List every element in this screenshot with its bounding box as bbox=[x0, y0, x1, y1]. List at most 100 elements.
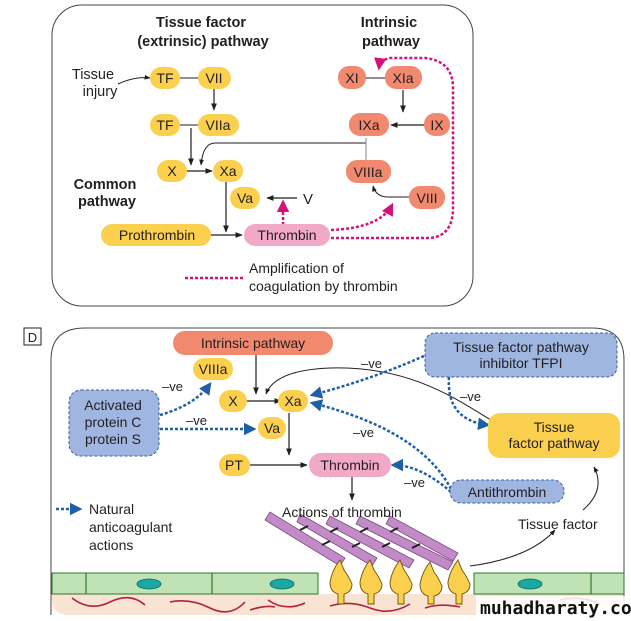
top-panel: Tissue factor (extrinsic) pathway Intrin… bbox=[51, 4, 474, 307]
svg-text:Thrombin: Thrombin bbox=[320, 457, 379, 473]
neg-label: –ve bbox=[162, 379, 183, 394]
svg-text:VIIa: VIIa bbox=[206, 117, 231, 133]
bottom-panel: D bbox=[23, 327, 631, 619]
viii-to-viiia-arrow bbox=[372, 185, 410, 198]
svg-text:X: X bbox=[228, 393, 238, 409]
panel-label: D bbox=[28, 330, 37, 345]
injury-arrow bbox=[117, 74, 151, 85]
svg-text:Xa: Xa bbox=[219, 163, 236, 179]
tf-pathway-to-x-arrow bbox=[265, 367, 501, 426]
svg-text:VIII: VIII bbox=[416, 190, 437, 206]
svg-text:PT: PT bbox=[225, 457, 243, 473]
antithrombin-to-xa-arrow bbox=[309, 399, 453, 490]
svg-text:Intrinsic pathway: Intrinsic pathway bbox=[201, 335, 305, 351]
svg-text:XI: XI bbox=[345, 70, 358, 86]
node-x: X bbox=[157, 160, 187, 182]
node-viia: VIIa bbox=[198, 114, 239, 136]
node-viii: VIII bbox=[409, 186, 445, 209]
node-xa-b: Xa bbox=[278, 390, 308, 412]
fibrin-crosslinks bbox=[299, 525, 421, 549]
svg-text:Antithrombin: Antithrombin bbox=[468, 484, 547, 500]
node-tf-1: TF bbox=[150, 67, 180, 89]
svg-text:TF: TF bbox=[156, 70, 173, 86]
node-va: Va bbox=[230, 187, 260, 209]
intrinsic-pathway-box: Intrinsic pathway bbox=[173, 331, 333, 355]
svg-text:IXa: IXa bbox=[358, 117, 379, 133]
node-xi: XI bbox=[338, 66, 366, 89]
antithrombin-box: Antithrombin bbox=[449, 479, 565, 504]
node-vii: VII bbox=[198, 67, 231, 89]
node-thrombin-b: Thrombin bbox=[309, 453, 391, 477]
svg-text:Va: Va bbox=[237, 190, 253, 206]
svg-text:Xa: Xa bbox=[284, 393, 301, 409]
svg-text:VIIIa: VIIIa bbox=[354, 164, 383, 180]
watermark-bg bbox=[476, 596, 626, 618]
tfpi-to-xa-arrow bbox=[309, 354, 425, 399]
actions-of-thrombin-label: Actions of thrombin bbox=[282, 504, 402, 520]
node-ix: IX bbox=[424, 113, 450, 136]
nucleus bbox=[269, 578, 295, 590]
tissue-factor-label: Tissue factor bbox=[518, 516, 598, 532]
amp-thrombin-to-xi bbox=[331, 56, 455, 240]
svg-text:Prothrombin: Prothrombin bbox=[119, 227, 195, 243]
anticoagulant-arrows bbox=[56, 354, 491, 516]
node-xa: Xa bbox=[213, 160, 243, 182]
nucleus bbox=[517, 578, 543, 590]
endothelium bbox=[51, 572, 625, 595]
node-prothrombin: Prothrombin bbox=[101, 224, 211, 246]
amp-legend-text: Amplification of coagulation by thrombin bbox=[249, 260, 398, 294]
node-xia: XIa bbox=[385, 66, 422, 89]
apc-to-viiia-arrow bbox=[159, 381, 212, 417]
fibrin-strands bbox=[264, 511, 459, 571]
svg-text:Thrombin: Thrombin bbox=[257, 227, 316, 243]
node-viiia: VIIIa bbox=[346, 160, 391, 183]
platelet bbox=[359, 559, 383, 605]
anticoagulant-legend-text: Natural anticoagulant actions bbox=[89, 501, 176, 553]
node-thrombin: Thrombin bbox=[244, 224, 330, 246]
node-ixa: IXa bbox=[349, 113, 389, 136]
svg-text:XIa: XIa bbox=[392, 70, 413, 86]
platelet bbox=[419, 561, 443, 605]
tfpi-to-tf-pathway-arrow bbox=[447, 376, 491, 431]
amp-thrombin-to-viii bbox=[330, 202, 394, 232]
platelet bbox=[389, 559, 413, 605]
node-viiia-b: VIIIa bbox=[193, 358, 233, 380]
neg-label: –ve bbox=[186, 413, 207, 428]
svg-text:VIIIa: VIIIa bbox=[199, 361, 228, 377]
node-va-b: Va bbox=[258, 417, 286, 439]
svg-text:X: X bbox=[167, 163, 177, 179]
panel-label-box bbox=[23, 327, 42, 346]
neg-label: –ve bbox=[361, 356, 382, 371]
platelet bbox=[329, 559, 353, 605]
tissue-injury-label: Tissue injury bbox=[72, 67, 118, 100]
platelet-to-tissue-factor-arrow bbox=[469, 529, 556, 567]
svg-text:IX: IX bbox=[430, 117, 444, 133]
platelet bbox=[447, 559, 471, 605]
node-v: V bbox=[303, 191, 313, 208]
node-tf-2: TF bbox=[150, 114, 180, 136]
nucleus bbox=[136, 578, 162, 590]
svg-text:VII: VII bbox=[205, 70, 222, 86]
antithrombin-to-thrombin-arrow bbox=[390, 458, 452, 493]
watermark: muhadharaty.com bbox=[480, 598, 631, 619]
svg-text:TF: TF bbox=[156, 117, 173, 133]
node-pt: PT bbox=[219, 454, 250, 476]
platelets bbox=[329, 559, 471, 605]
tissue-factor-to-pathway-arrow bbox=[582, 466, 599, 511]
neg-label: –ve bbox=[460, 389, 481, 404]
intrinsic-title: Intrinsic pathway bbox=[361, 15, 421, 50]
extrinsic-title: Tissue factor (extrinsic) pathway bbox=[137, 15, 268, 50]
node-x-b: X bbox=[219, 390, 247, 412]
neg-label: –ve bbox=[353, 425, 374, 440]
neg-label: –ve bbox=[404, 475, 425, 490]
svg-text:Va: Va bbox=[264, 420, 280, 436]
ixa-to-x-arrow bbox=[199, 139, 367, 166]
common-pathway-title: Common pathway bbox=[74, 177, 141, 210]
